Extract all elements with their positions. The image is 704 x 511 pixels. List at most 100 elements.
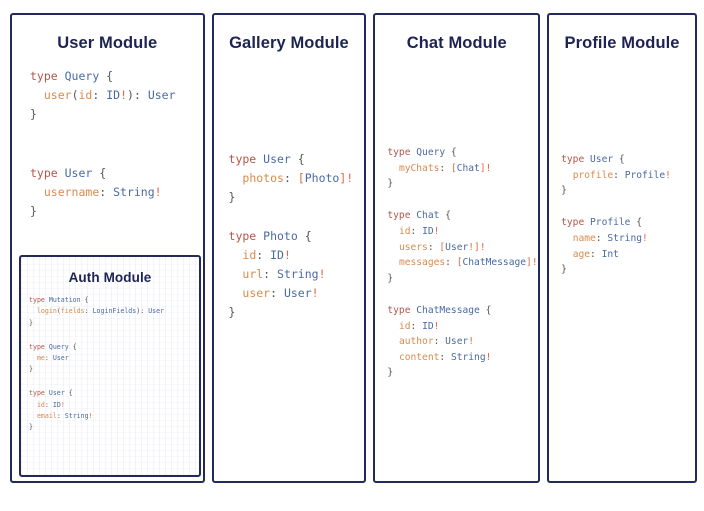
code-token: !: [60, 400, 65, 409]
code-token: photos: [242, 171, 284, 185]
code-token: [229, 171, 243, 185]
code-token: [387, 257, 399, 268]
code-token: ID: [422, 225, 434, 237]
code-token: type: [387, 210, 417, 222]
code-token: [387, 242, 399, 253]
code-token: type: [228, 229, 264, 243]
code-token: email: [36, 412, 57, 421]
code-token: id: [398, 225, 411, 237]
code-blank-line: [387, 192, 538, 193]
module-card-profile[interactable]: Profile Module type User { profile: Prof…: [547, 13, 697, 483]
code-token: }: [387, 367, 394, 379]
code-token: [229, 248, 243, 262]
code-token: {: [445, 147, 457, 158]
code-token: :: [44, 354, 53, 363]
code-token: !: [665, 169, 671, 181]
code-token: Profile: [624, 169, 666, 181]
code-token: }: [30, 107, 37, 121]
code-token: Query: [416, 147, 446, 158]
code-token: Chat: [416, 210, 440, 222]
code-token: !: [531, 257, 538, 269]
code-token: ID: [106, 88, 121, 102]
code-token: users: [398, 241, 428, 253]
code-token: :: [133, 88, 148, 102]
code-token: ChatMessage: [416, 304, 480, 316]
code-token: [: [450, 162, 457, 174]
code-token: :: [99, 185, 114, 199]
code-token: Query: [64, 69, 100, 83]
code-token: [229, 286, 243, 300]
code-token: [561, 249, 573, 260]
code-blank-line: [29, 376, 199, 377]
code-token: [: [297, 171, 305, 185]
code-token: [29, 401, 37, 409]
code-token: [561, 233, 573, 244]
code-token: user: [43, 88, 72, 102]
code-token: !: [88, 412, 93, 421]
module-card-chat[interactable]: Chat Module type Query { myChats: [Chat]…: [373, 13, 541, 483]
code-blank-line: [229, 207, 365, 208]
code-token: }: [228, 305, 236, 319]
code-blank-line: [387, 286, 538, 287]
code-token: [387, 226, 399, 237]
code-token: login: [36, 307, 57, 316]
module-card-gallery[interactable]: Gallery Module type User { photos: [Phot…: [211, 13, 367, 483]
code-token: {: [479, 304, 492, 316]
code-token: :: [270, 286, 284, 300]
code-token: type: [561, 154, 591, 165]
code-token: ): [127, 88, 134, 102]
code-token: [30, 185, 44, 199]
code-token: User: [590, 154, 614, 165]
code-token: :: [439, 351, 451, 363]
module-card-auth[interactable]: Auth Module type Mutation { login(fields…: [19, 255, 201, 477]
code-token: {: [92, 166, 107, 180]
code-blank-line: [30, 124, 203, 125]
code-token: type: [29, 342, 49, 351]
code-token: [387, 163, 399, 174]
code-token: :: [56, 412, 65, 421]
code-token: ID: [52, 400, 61, 409]
code-token: type: [30, 69, 65, 83]
code-token: {: [630, 217, 643, 229]
code-token: type: [561, 217, 591, 229]
module-title-chat: Chat Module: [406, 34, 507, 52]
code-token: :: [410, 225, 423, 237]
code-token: [387, 321, 399, 332]
code-token: }: [387, 178, 394, 190]
code-token: [: [439, 241, 446, 253]
code-token: Query: [48, 342, 69, 351]
code-token: id: [36, 400, 45, 409]
code-token: username: [43, 185, 100, 199]
code-token: Profile: [590, 217, 631, 229]
code-token: :: [427, 241, 440, 253]
code-token: :: [263, 267, 278, 281]
code-token: String: [450, 351, 486, 363]
code-token: id: [398, 320, 411, 332]
code-token: url: [242, 267, 264, 281]
code-token: :: [433, 336, 446, 348]
code-token: }: [561, 264, 567, 276]
module-card-user[interactable]: User Module type Query { user(id: ID!): …: [10, 13, 205, 483]
code-token: :: [410, 320, 423, 332]
code-token: age: [572, 248, 591, 260]
code-token: Photo: [263, 229, 298, 243]
code-token: String: [64, 412, 89, 421]
code-token: {: [68, 342, 77, 351]
code-token: user: [242, 286, 271, 300]
code-token: !: [485, 351, 492, 363]
code-token: {: [439, 210, 451, 222]
code-token: :: [595, 232, 608, 244]
code-token: :: [44, 400, 53, 409]
code-token: type: [29, 389, 49, 398]
code-token: fields: [60, 307, 85, 316]
code-token: !: [311, 286, 319, 300]
schema-code-gallery: type User { photos: [Photo]! } type Phot…: [229, 150, 365, 322]
schema-code-user: type Query { user(id: ID!): User } type …: [30, 67, 203, 221]
code-token: !: [318, 267, 326, 281]
code-token: User: [445, 336, 469, 348]
code-blank-line: [30, 144, 203, 145]
code-token: String: [113, 185, 155, 199]
schema-code-profile: type User { profile: Profile! } type Pro…: [561, 152, 695, 278]
code-token: :: [283, 171, 298, 185]
code-token: ID: [422, 320, 434, 332]
